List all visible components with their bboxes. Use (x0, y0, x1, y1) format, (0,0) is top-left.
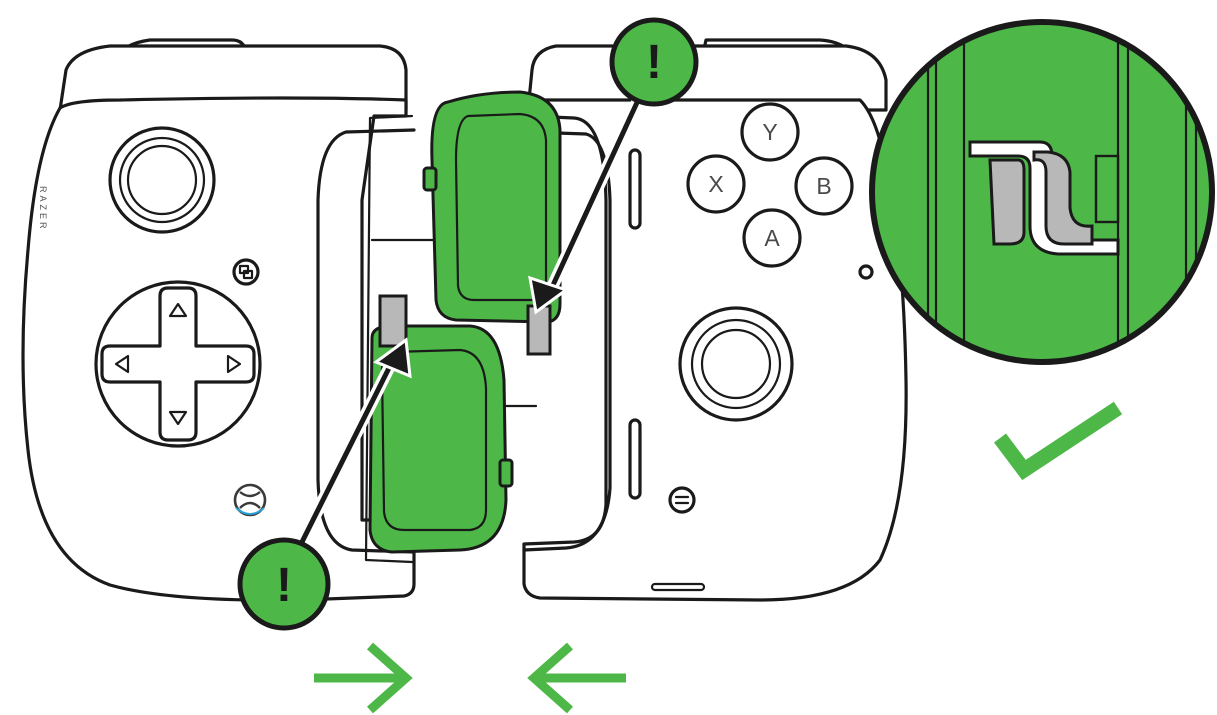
left-thumbstick (108, 126, 216, 234)
face-button-x: X (686, 154, 746, 214)
svg-text:X: X (708, 171, 723, 197)
face-button-a: A (742, 208, 802, 268)
face-button-y: Y (740, 102, 800, 162)
share-icon (238, 264, 254, 280)
zoom-detail-circle (869, 19, 1215, 365)
callout-pointer-top (528, 90, 646, 315)
right-arrow-push-icon (314, 642, 413, 714)
callout-pointer-bottom (284, 337, 412, 572)
svg-text:B: B (816, 173, 831, 199)
right-thumbstick (678, 306, 794, 422)
connector-tab-right (526, 304, 552, 356)
svg-text:Y: Y (762, 119, 777, 145)
warning-icon: ! (646, 36, 662, 89)
checkmark-icon (994, 401, 1123, 481)
green-grip-pad-top (422, 90, 562, 356)
right-controller-half: Y X B A (522, 38, 908, 602)
dpad-icon (94, 280, 262, 448)
warning-badge-bottom: ! (237, 537, 331, 631)
warning-icon: ! (276, 559, 292, 612)
connector-tab-left (378, 294, 408, 348)
warning-badge-top: ! (609, 17, 699, 107)
green-grip-pad-bottom (368, 294, 514, 554)
svg-text:A: A (764, 225, 780, 251)
left-controller-half: RAZER (21, 38, 416, 602)
xbox-logo-icon (233, 483, 267, 517)
left-arrow-push-icon (527, 642, 626, 714)
face-button-b: B (794, 156, 854, 216)
brand-text: RAZER (38, 186, 48, 232)
menu-icon (668, 486, 696, 514)
